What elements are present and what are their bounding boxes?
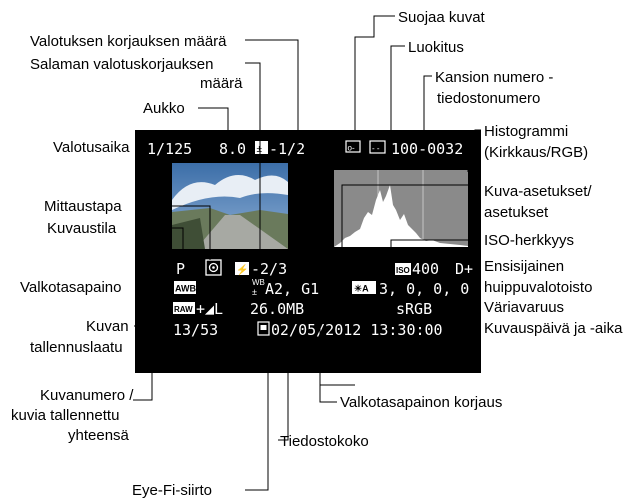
flash-comp-icon: ⚡ bbox=[235, 262, 249, 276]
svg-text:☀A: ☀A bbox=[354, 284, 369, 294]
label-highlight-1: Ensisijainen bbox=[484, 258, 564, 275]
label-picture-style-2: asetukset bbox=[484, 204, 549, 221]
label-histogram-2: (Kirkkaus/RGB) bbox=[484, 144, 588, 161]
label-highlight-2: huippuvalotoisto bbox=[484, 279, 592, 296]
svg-text:±: ± bbox=[252, 287, 257, 297]
eyefi-icon bbox=[257, 321, 270, 336]
svg-text:o-: o- bbox=[348, 144, 355, 153]
label-rating: Luokitus bbox=[408, 39, 464, 56]
datetime-value: 02/05/2012 13:30:00 bbox=[271, 321, 443, 339]
label-flash-comp-1: Salaman valotuskorjauksen bbox=[30, 56, 213, 73]
iso-value: 400 bbox=[412, 260, 439, 278]
svg-text:RAW: RAW bbox=[174, 305, 193, 314]
aperture-value: 8.0 bbox=[219, 140, 246, 158]
label-file-size: Tiedostokoko bbox=[280, 433, 369, 450]
label-exp-comp-amount: Valotuksen korjauksen määrä bbox=[30, 33, 227, 50]
picture-style-values: 3, 0, 0, 0 bbox=[379, 280, 469, 298]
image-index: 13/53 bbox=[173, 321, 218, 339]
label-shooting-mode: Kuvaustila bbox=[47, 220, 117, 237]
label-color-space: Väriavaruus bbox=[484, 299, 564, 316]
exposure-comp-icon: ± bbox=[255, 141, 268, 155]
svg-text:ISO: ISO bbox=[396, 266, 410, 275]
label-iso: ISO-herkkyys bbox=[484, 232, 574, 249]
label-quality-1: Kuvan bbox=[86, 318, 129, 335]
svg-text:- -: - - bbox=[372, 144, 380, 153]
label-flash-comp-2: määrä bbox=[200, 75, 243, 92]
color-space: sRGB bbox=[396, 300, 432, 318]
flash-comp-value: -2/3 bbox=[251, 260, 287, 278]
raw-icon: RAW bbox=[173, 302, 195, 314]
metering-icon bbox=[205, 259, 222, 276]
shooting-mode: P bbox=[176, 260, 185, 278]
picture-style-icon: ☀A bbox=[352, 281, 376, 294]
label-folder-1: Kansion numero - bbox=[435, 69, 553, 86]
leader-lines bbox=[133, 15, 481, 491]
label-image-number-1: Kuvanumero / bbox=[40, 387, 134, 404]
shutter-value: 1/125 bbox=[147, 140, 192, 158]
awb-icon: AWB bbox=[174, 281, 196, 294]
label-quality-2: tallennuslaatu bbox=[30, 339, 123, 356]
label-shutter: Valotusaika bbox=[53, 139, 130, 156]
label-eyefi: Eye-Fi-siirto bbox=[132, 482, 212, 499]
file-size: 26.0MB bbox=[250, 300, 304, 318]
file-number: 100-0032 bbox=[391, 140, 463, 158]
exposure-comp-value: -1/2 bbox=[269, 140, 305, 158]
wb-shift-icon: WB ± bbox=[252, 278, 265, 297]
rating-icon: - - bbox=[369, 140, 386, 154]
label-datetime: Kuvauspäivä ja -aika bbox=[484, 320, 623, 337]
image-quality: +◢L bbox=[196, 300, 223, 318]
label-white-balance: Valkotasapaino bbox=[20, 279, 121, 296]
highlight-tone: D+ bbox=[455, 260, 473, 278]
svg-text:AWB: AWB bbox=[175, 284, 196, 294]
label-image-number-3: yhteensä bbox=[68, 427, 130, 444]
label-histogram-1: Histogrammi bbox=[484, 123, 568, 140]
label-picture-style-1: Kuva-asetukset/ bbox=[484, 183, 592, 200]
histogram bbox=[334, 170, 468, 247]
svg-text:WB: WB bbox=[252, 278, 265, 287]
iso-tag: ISO bbox=[395, 263, 411, 275]
svg-text:⚡: ⚡ bbox=[236, 263, 248, 276]
label-aperture: Aukko bbox=[143, 100, 185, 117]
wb-shift-value: A2, G1 bbox=[265, 280, 319, 298]
label-folder-2: tiedostonumero bbox=[437, 90, 540, 107]
label-wb-correction: Valkotasapainon korjaus bbox=[340, 394, 502, 411]
photo-thumbnail bbox=[172, 163, 288, 249]
label-protect: Suojaa kuvat bbox=[398, 9, 486, 26]
label-metering: Mittaustapa bbox=[44, 198, 122, 215]
label-image-number-2: kuvia tallennettu bbox=[11, 407, 119, 424]
protect-key-icon: o- bbox=[345, 140, 361, 153]
